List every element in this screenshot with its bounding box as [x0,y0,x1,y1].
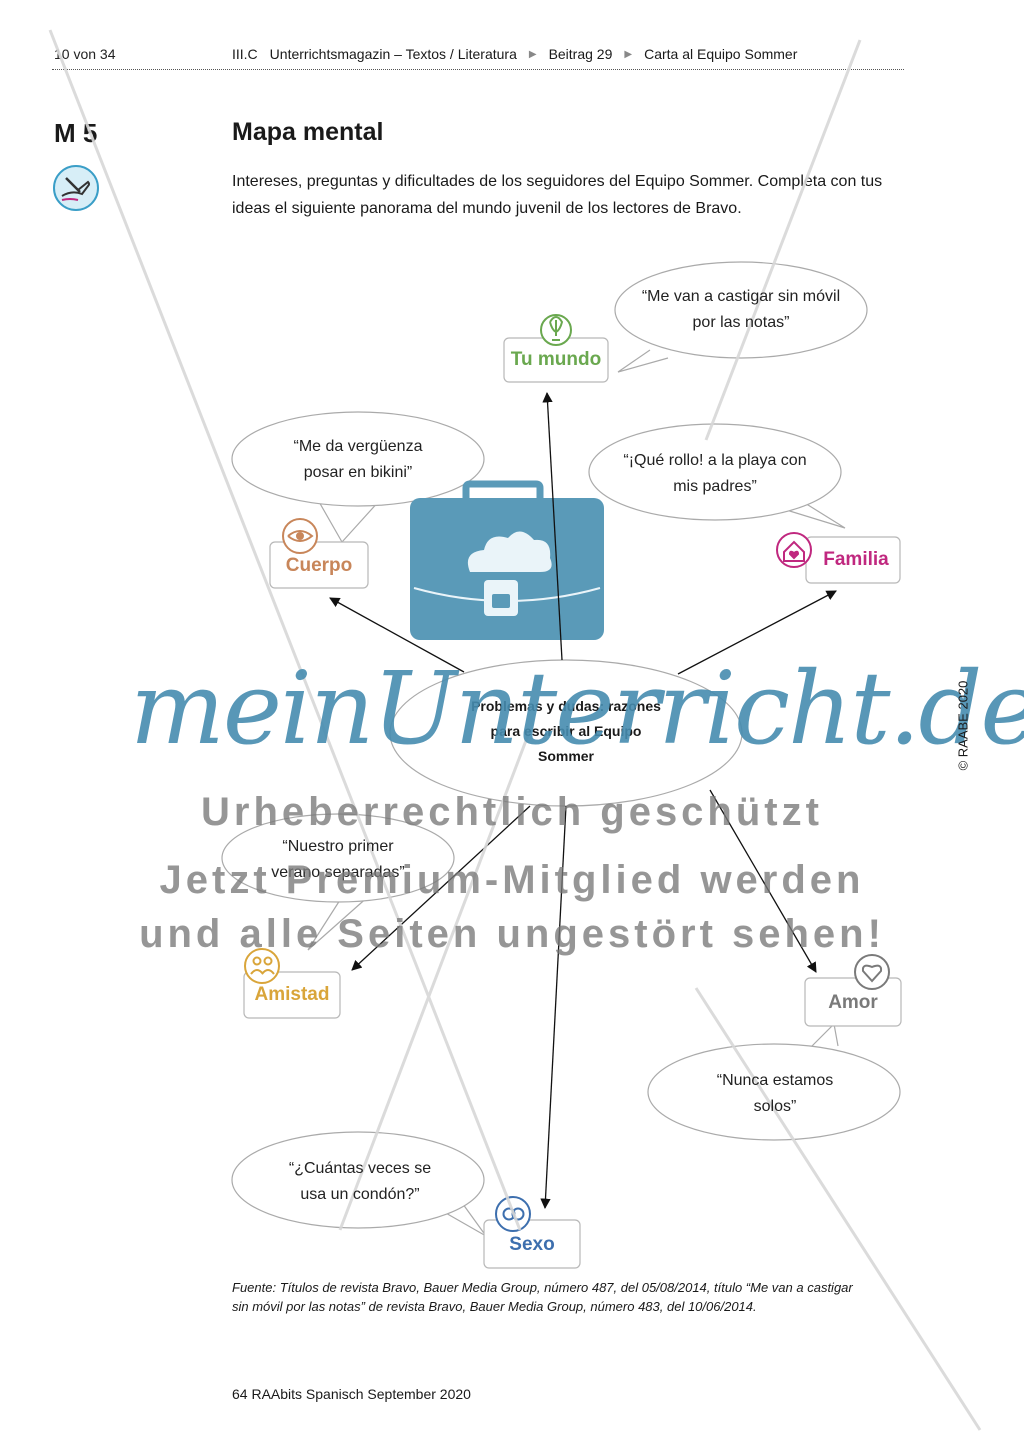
quote-tu-mundo: “Me van a castigar sin móvil por las not… [641,288,841,331]
lightbulb-icon [540,314,572,346]
heart-icon [854,954,890,990]
category-box-amistad [243,971,341,1019]
arrow-cuerpo [329,597,465,673]
category-amor: Amor [828,992,878,1013]
center-topic: Problemas y dudas: razones para escribir… [471,698,661,764]
arrow-amor [709,789,817,973]
watermark-diagonals [48,29,982,1431]
quote-cuerpo: “Me da vergüenza posar en bikini” [293,438,423,481]
speech-bubble-tu-mundo [614,261,868,373]
page-number: 10 von 34 [54,46,116,62]
watermark-line: Jetzt Premium-Mitglied werden [159,858,865,902]
speech-bubble-amor [647,1022,901,1141]
arrow-amistad [351,805,531,971]
quote-sexo: “¿Cuántas veces se usa un condón?” [288,1160,432,1203]
breadcrumb-item: Unterrichtsmagazin – Textos / Literatura [269,46,517,62]
speech-bubble-cuerpo [231,411,485,544]
triangle-right-icon: ▶ [624,48,633,60]
category-box-amor [804,977,902,1027]
category-cuerpo: Cuerpo [285,555,353,576]
quote-amor: “Nunca estamos solos” [716,1072,834,1115]
page-footer: 64 RAAbits Spanisch September 2020 [232,1386,471,1402]
category-amistad: Amistad [254,984,330,1005]
arrow-tu-mundo [542,391,563,661]
material-title: Mapa mental [232,118,384,146]
copyright-note: © RAABE 2020 [955,680,971,771]
breadcrumb: III.C Unterrichtsmagazin – Textos / Lite… [232,46,797,62]
house-heart-icon [776,532,812,568]
breadcrumb-item: Beitrag 29 [548,46,613,62]
eye-icon [282,518,318,554]
friends-icon [244,948,280,984]
connector-arrows [329,391,837,1210]
breadcrumb-item: III.C [232,46,258,62]
category-box-sexo [483,1219,581,1269]
source-note: Fuente: Títulos de revista Bravo, Bauer … [232,1280,853,1314]
category-tu-mundo: Tu mundo [510,349,602,370]
category-familia: Familia [823,549,889,570]
header-divider [52,69,904,70]
quote-amistad: “Nuestro primer verano separadas” [271,838,405,881]
watermark-line: und alle Seiten ungestört sehen! [139,912,885,956]
briefcase-cloud-icon [410,480,604,640]
speech-bubble-amistad [221,813,455,951]
arrow-sexo [540,805,567,1210]
category-sexo: Sexo [509,1234,555,1255]
watermark-logo: meinUnterricht.de [130,650,1024,767]
arrow-familia [677,590,837,675]
quote-familia: “¡Qué rollo! a la playa con mis padres” [623,452,807,495]
category-box-cuerpo [269,541,369,589]
writing-hand-icon [53,165,99,211]
speech-bubble-familia [588,423,846,529]
triangle-right-icon: ▶ [528,48,537,60]
breadcrumb-item: Carta al Equipo Sommer [644,46,798,62]
watermark-line: Urheberrechtlich geschützt [201,790,823,834]
intro-text: Intereses, preguntas y dificultades de l… [232,173,883,217]
